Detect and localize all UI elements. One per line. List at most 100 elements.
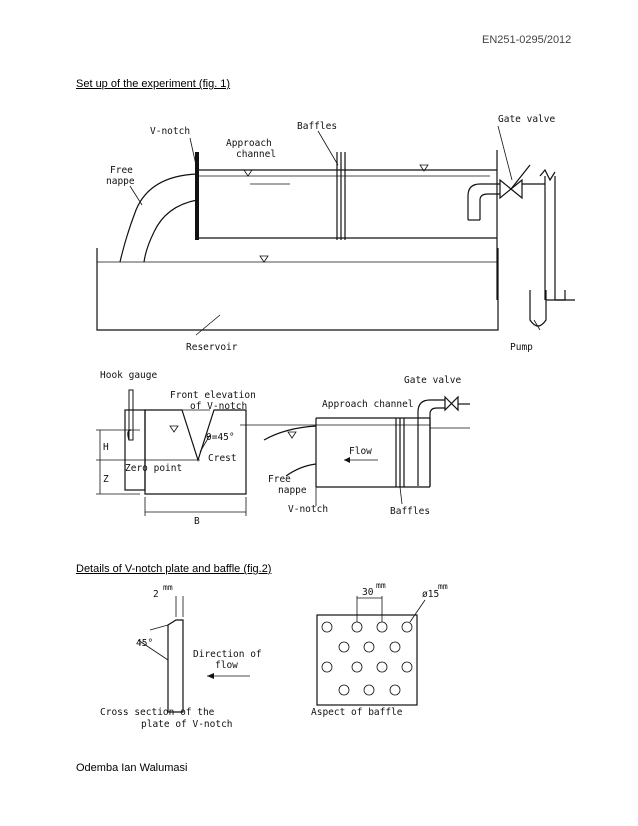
plan-label-baffles: Baffles (390, 506, 430, 517)
baffle-hole (338, 684, 350, 696)
baffle-plate (316, 614, 418, 706)
free-nappe-inner (143, 199, 198, 263)
label-front-elevation-1: Front elevation (170, 390, 256, 401)
plan-gate-valve-icon (444, 395, 459, 412)
label-cross-section-1: Cross section of the (100, 707, 215, 718)
label-h: H (103, 442, 109, 453)
hook-gauge-rod (128, 389, 134, 441)
leader-gate (497, 125, 513, 181)
water-level-marker-3 (259, 255, 269, 263)
leader-vnotch (189, 137, 197, 166)
baffle-hole (351, 621, 363, 633)
label-zero-point: Zero point (125, 463, 182, 474)
baffle-hole (376, 661, 388, 673)
label-gate-valve: Gate valve (498, 114, 555, 125)
plan-inlet-pipe (417, 399, 445, 486)
baffle-hole (401, 661, 413, 673)
baffle-hole (351, 661, 363, 673)
label-dim-2-mm: mm (163, 583, 173, 592)
plan-inlet-pipe-inner (429, 407, 445, 486)
plan-label-v-notch: V-notch (288, 504, 328, 515)
label-z: Z (103, 474, 109, 485)
leader-baffles (317, 130, 339, 166)
fig2-baffle-aspect: 30 mm ø15 mm Aspect of baffle (311, 581, 448, 718)
label-v-notch: V-notch (150, 126, 190, 137)
label-crest: Crest (208, 453, 237, 464)
label-free-2: nappe (106, 176, 135, 187)
label-direction-1: Direction of (193, 649, 262, 660)
pump-body (529, 290, 547, 327)
baffle-hole (338, 641, 350, 653)
label-direction-2: flow (215, 660, 238, 671)
label-aspect-of-baffle: Aspect of baffle (311, 707, 403, 718)
plan-label-approach: Approach channel (322, 399, 414, 410)
plan-label-free-2: nappe (278, 485, 307, 496)
label-hook-gauge: Hook gauge (100, 370, 157, 381)
inlet-pipe-outer (467, 183, 500, 220)
baffle-hole (376, 621, 388, 633)
baffle-hole (363, 684, 375, 696)
label-angle: 45° (136, 638, 153, 649)
leader-plan-baffles (399, 486, 403, 505)
label-b: B (194, 516, 200, 527)
v-notch-plate (195, 152, 199, 240)
fig1-caption: Set up of the experiment (fig. 1) (76, 78, 231, 90)
gate-valve-stem (510, 164, 531, 190)
label-diameter-mm: mm (438, 582, 448, 591)
label-dim-30-mm: mm (376, 581, 386, 590)
baffle-hole (389, 641, 401, 653)
plan-water-marker (287, 431, 297, 439)
fig2-plate-cross-section: 2 mm 45° Direction of flow Cross section… (100, 583, 262, 730)
baffle-holes (321, 621, 413, 696)
label-approach-1: Approach (226, 138, 272, 149)
label-diameter: ø15 (422, 589, 439, 600)
water-level-marker-2 (419, 164, 429, 172)
plan-label-flow: Flow (349, 446, 372, 457)
label-approach-2: channel (236, 149, 276, 160)
angle-leader (149, 624, 169, 631)
free-nappe-outer (119, 173, 198, 263)
angle-line (137, 639, 169, 661)
plan-nappe-lower (285, 463, 317, 477)
plan-label-free-1: Free (268, 474, 291, 485)
label-cross-section-2: plate of V-notch (141, 719, 233, 730)
label-front-elevation-2: of V-notch (190, 401, 247, 412)
leader-reservoir (195, 314, 221, 336)
fig1-plan-view: Gate valve Approach channel Flow Free na… (240, 375, 470, 517)
gate-valve-icon (499, 178, 523, 200)
inlet-pipe-inner (479, 193, 500, 220)
plan-nappe-upper (263, 425, 317, 441)
document-code: EN251-0295/2012 (482, 34, 572, 46)
leader-pump (533, 319, 541, 331)
fig1-setup-diagram: V-notch Baffles Gate valve Approach chan… (96, 114, 575, 353)
baffle-hole (401, 621, 413, 633)
label-pump: Pump (510, 342, 533, 353)
label-reservoir: Reservoir (186, 342, 238, 353)
gauge-well (124, 409, 146, 491)
label-free-1: Free (110, 165, 133, 176)
baffle-hole (363, 641, 375, 653)
elevation-water-marker (169, 425, 179, 433)
riser-break (539, 168, 556, 182)
label-dim-2: 2 (153, 589, 159, 600)
fig1-vnotch-elevation: Hook gauge Front elevation of V-notch θ=… (96, 370, 256, 527)
label-dim-30: 30 (362, 587, 374, 598)
plate-section (167, 619, 184, 713)
fig2-caption: Details of V-notch plate and baffle (fig… (76, 563, 272, 575)
plan-label-gate-valve: Gate valve (404, 375, 461, 386)
baffle-hole (321, 661, 333, 673)
label-theta: θ=45° (206, 432, 235, 443)
direction-arrow-icon (207, 673, 214, 679)
baffle-hole (389, 684, 401, 696)
dia-leader (409, 599, 426, 623)
theta-leader (199, 434, 211, 453)
footer-author: Odemba Ian Walumasi (76, 762, 188, 774)
v-notch-front-plate (144, 409, 247, 495)
label-baffles: Baffles (297, 121, 337, 132)
water-level-marker-1 (243, 169, 253, 177)
leader-nappe (129, 185, 143, 206)
reservoir-tank (96, 248, 499, 331)
baffle-hole (321, 621, 333, 633)
flow-arrow-icon (344, 457, 350, 463)
